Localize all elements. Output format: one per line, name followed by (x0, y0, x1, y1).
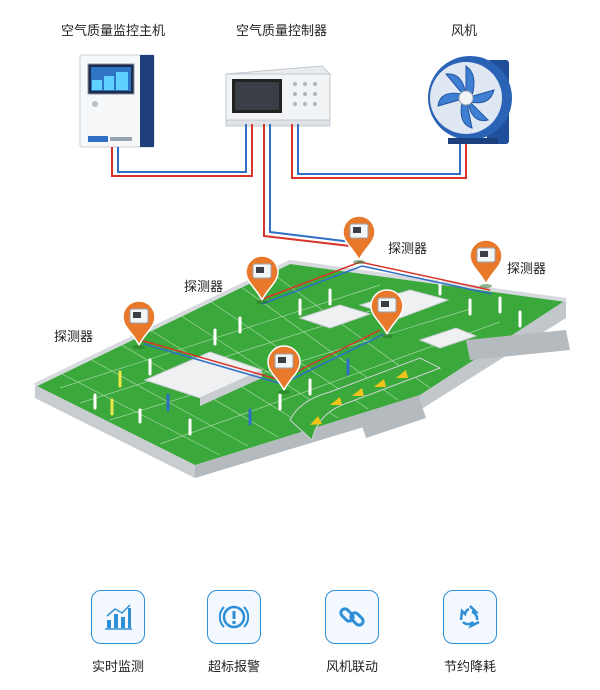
feature-fan-link-label: 风机联动 (325, 660, 378, 675)
axial-fan-device (428, 56, 512, 144)
parking-structure (34, 259, 570, 478)
detector-label-1: 探测器 (388, 242, 428, 257)
detector-label-2: 探测器 (184, 280, 224, 295)
feature-alarm: 超标报警 (194, 590, 274, 675)
feature-realtime-label: 实时监测 (91, 660, 144, 675)
link-icon (325, 590, 379, 644)
recycle-icon (443, 590, 497, 644)
host-label: 空气质量监控主机 (61, 24, 166, 39)
feature-alarm-label: 超标报警 (207, 660, 260, 675)
feature-energy: 节约降耗 (430, 590, 510, 675)
parking-diagram (34, 54, 570, 478)
detector-pin-3 (469, 239, 503, 288)
fan-label: 风机 (451, 24, 478, 39)
detector-pin-5 (370, 289, 404, 338)
detector-label-4: 探测器 (54, 330, 94, 345)
feature-energy-label: 节约降耗 (443, 660, 496, 675)
controller-label: 空气质量控制器 (236, 24, 328, 39)
feature-realtime: 实时监测 (78, 590, 158, 675)
detector-pin-6 (267, 345, 301, 394)
controller-device (224, 65, 332, 127)
detector-pins (122, 215, 503, 394)
detector-pin-4 (122, 300, 156, 349)
detector-pin-2 (245, 255, 279, 304)
alarm-icon (207, 590, 261, 644)
detector-pin-1 (342, 215, 376, 264)
bar-chart-icon (91, 590, 145, 644)
monitoring-host-device (79, 54, 155, 148)
feature-fan-link: 风机联动 (312, 590, 392, 675)
connection-wires (111, 124, 467, 247)
detector-label-3: 探测器 (507, 262, 547, 277)
